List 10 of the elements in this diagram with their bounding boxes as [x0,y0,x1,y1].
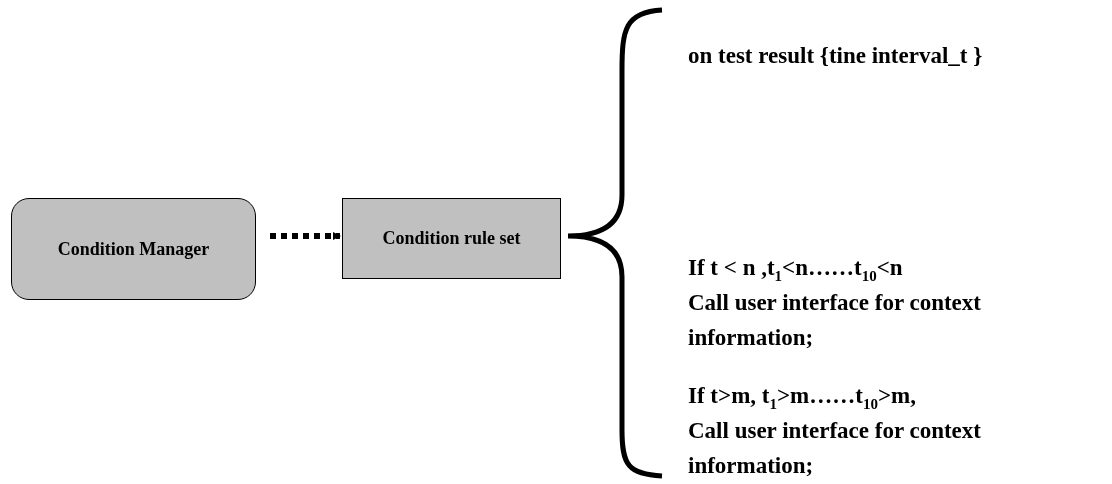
rounded-box [11,198,256,300]
process-box [342,198,561,279]
rule-text: If t>m, t$_{1}$>m……t$_{10}$>m, [688,382,917,413]
rule-text: Call user interface for context information; [688,289,982,352]
rule-text: on test result {tine interval_t } [688,42,984,70]
rule-text: If t < n ,t$_{1}$<n……t$_{10}$<n [688,254,904,285]
arrow [270,232,341,240]
rule-text: Call user interface for context information; [688,417,982,480]
node-label: Condition Manager [57,238,210,260]
node-label: Condition rule set [382,228,521,249]
